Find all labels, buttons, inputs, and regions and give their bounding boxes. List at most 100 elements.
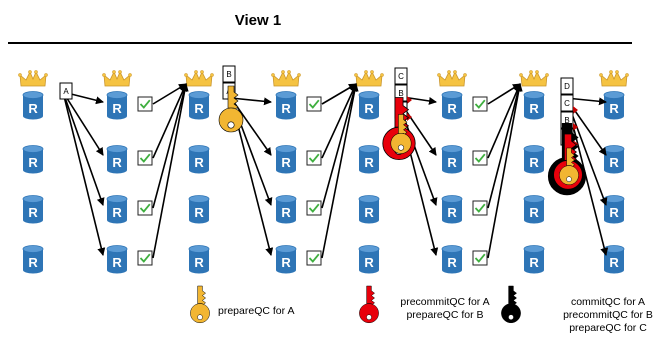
replica-label: R [28, 255, 38, 270]
replica-db: R [358, 245, 380, 274]
message-arrow [152, 83, 189, 209]
qc-key-icon [559, 147, 579, 186]
replica-label: R [112, 101, 122, 116]
block: B [222, 65, 236, 83]
leader-crown-icon [599, 70, 629, 87]
block-label: C [564, 99, 570, 108]
vote-check-icon [472, 150, 488, 166]
block-label: A [63, 87, 69, 96]
qc-key-icon [218, 85, 244, 133]
message-arrow [321, 83, 357, 159]
replica-db: R [603, 245, 625, 274]
block: A [59, 82, 73, 100]
block: C [394, 67, 408, 85]
replica-label: R [112, 155, 122, 170]
replica-label: R [529, 155, 539, 170]
replica-db: R [603, 195, 625, 224]
replica-label: R [281, 205, 291, 220]
replica-label: R [194, 205, 204, 220]
leader-crown-icon [519, 70, 549, 87]
replica-db: R [188, 245, 210, 274]
leader-crown-icon [17, 70, 48, 87]
replica-db: R [603, 145, 625, 174]
replica-db: R [441, 195, 463, 224]
view-title: View 1 [235, 12, 281, 29]
legend-text: precommitQC for B [563, 309, 653, 321]
replica-label: R [281, 155, 291, 170]
block-label: B [226, 70, 231, 79]
replica-label: R [609, 255, 619, 270]
legend-text: commitQC for A [571, 296, 645, 308]
message-arrow [152, 83, 189, 259]
qc-key-icon [359, 285, 379, 324]
vote-check-icon [472, 200, 488, 216]
legend-text: prepareQC for A [218, 305, 294, 317]
block-label: D [564, 82, 570, 91]
replica-db: R [188, 195, 210, 224]
leader-crown-icon [102, 70, 133, 87]
message-arrow [62, 91, 104, 156]
replica-db: R [358, 145, 380, 174]
message-arrow [230, 97, 272, 106]
replica-label: R [194, 101, 204, 116]
block: D [560, 77, 574, 95]
replica-db: R [523, 91, 545, 120]
replica-db: R [22, 91, 44, 120]
replica-db: R [275, 245, 297, 274]
leader-crown-icon [353, 70, 385, 87]
replica-db: R [188, 145, 210, 174]
replica-db: R [106, 195, 128, 224]
replica-db: R [22, 145, 44, 174]
vote-check-icon [472, 96, 488, 112]
replica-db: R [358, 195, 380, 224]
message-arrow [487, 83, 523, 209]
block-label: B [398, 89, 403, 98]
replica-label: R [112, 205, 122, 220]
replica-db: R [275, 91, 297, 120]
replica-label: R [447, 255, 457, 270]
vote-check-icon [472, 250, 488, 266]
vote-check-icon [306, 96, 322, 112]
legend-text: prepareQC for C [569, 322, 647, 334]
replica-label: R [609, 155, 619, 170]
replica-db: R [523, 195, 545, 224]
replica-label: R [194, 155, 204, 170]
replica-db: R [275, 195, 297, 224]
message-arrow [487, 83, 523, 259]
leader-crown-icon [183, 70, 215, 87]
vote-check-icon [137, 250, 153, 266]
replica-label: R [364, 101, 374, 116]
replica-db: R [441, 245, 463, 274]
vote-check-icon [137, 150, 153, 166]
replica-db: R [523, 245, 545, 274]
replica-label: R [112, 255, 122, 270]
block-pointer [407, 113, 412, 121]
leader-crown-icon [436, 70, 468, 87]
replica-db: R [22, 195, 44, 224]
replica-db: R [106, 91, 128, 120]
replica-label: R [28, 101, 38, 116]
replica-label: R [364, 255, 374, 270]
message-arrow [321, 83, 359, 259]
replica-db: R [22, 245, 44, 274]
block-label: C [398, 72, 404, 81]
replica-db: R [441, 145, 463, 174]
vote-check-icon [137, 96, 153, 112]
replica-db: R [106, 145, 128, 174]
message-arrow [62, 91, 105, 206]
legend-text: prepareQC for B [406, 309, 483, 321]
block: B [394, 84, 412, 104]
replica-label: R [609, 205, 619, 220]
replica-label: R [529, 255, 539, 270]
replica-db: R [603, 91, 625, 120]
qc-key-icon [501, 285, 521, 324]
message-arrow [62, 91, 106, 256]
message-arrow [321, 83, 359, 209]
replica-label: R [28, 205, 38, 220]
replica-label: R [364, 205, 374, 220]
block-pointer [407, 96, 412, 104]
block-label: B [564, 116, 569, 125]
leader-crown-icon [270, 70, 302, 87]
